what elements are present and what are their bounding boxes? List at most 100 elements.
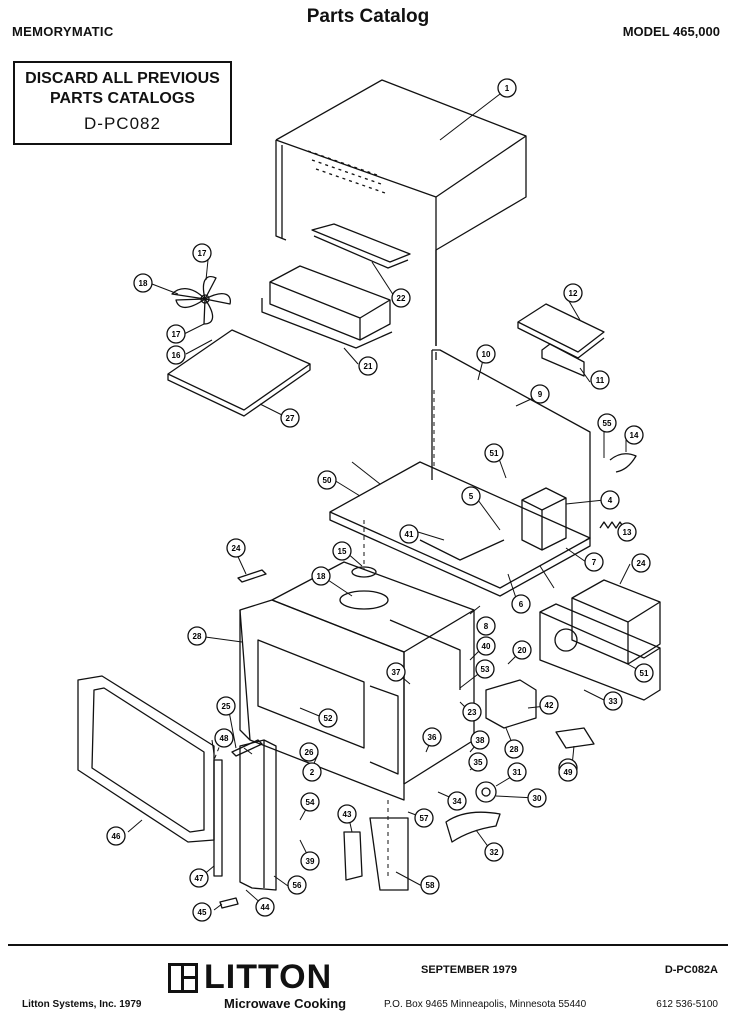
callout-2: 2 xyxy=(302,762,322,782)
callout-49: 49 xyxy=(558,762,578,782)
door-drawing xyxy=(77,675,215,843)
callout-18: 18 xyxy=(311,566,331,586)
callout-circle xyxy=(420,875,440,895)
small-bracket-drawing xyxy=(541,343,585,377)
callout-number: 26 xyxy=(305,748,314,757)
callout-circle xyxy=(530,384,550,404)
callout-number: 57 xyxy=(420,814,429,823)
discard-notice-box: DISCARD ALL PREVIOUS PARTS CATALOGS D-PC… xyxy=(13,61,232,145)
callout-53: 53 xyxy=(475,659,495,679)
callout-number: 1 xyxy=(505,84,510,93)
callout-circle xyxy=(470,730,490,750)
callout-57: 57 xyxy=(414,808,434,828)
model-number: MODEL 465,000 xyxy=(622,24,720,39)
callout-27: 27 xyxy=(280,408,300,428)
callout-number: 24 xyxy=(637,559,646,568)
footer-divider xyxy=(8,944,728,946)
callout-number: 9 xyxy=(538,390,543,399)
callout-number: 17 xyxy=(198,249,207,258)
callout-number: 34 xyxy=(453,797,462,806)
interlock-bracket-drawing xyxy=(555,727,595,749)
callout-circle xyxy=(311,566,331,586)
callout-circle xyxy=(133,273,153,293)
callout-10: 10 xyxy=(476,344,496,364)
curved-duct-drawing xyxy=(445,811,501,843)
callout-circle xyxy=(484,842,504,862)
callout-number: 23 xyxy=(468,708,477,717)
callout-number: 40 xyxy=(482,642,491,651)
callout-circle xyxy=(563,283,583,303)
callout-circle xyxy=(299,742,319,762)
callout-number: 17 xyxy=(172,330,181,339)
callout-layer: 1245678910111213141516171718182021222324… xyxy=(106,78,654,922)
callout-number: 4 xyxy=(608,496,613,505)
callout-number: 50 xyxy=(323,476,332,485)
callout-46: 46 xyxy=(106,826,126,846)
callout-circle xyxy=(603,691,623,711)
bracket-drawing xyxy=(517,303,605,359)
callout-number: 28 xyxy=(193,632,202,641)
callout-number: 38 xyxy=(476,736,485,745)
callout-number: 25 xyxy=(222,702,231,711)
base-chassis-drawing xyxy=(329,461,591,597)
callout-48: 48 xyxy=(214,728,234,748)
instruction-card-drawing xyxy=(343,831,363,881)
callout-55: 55 xyxy=(597,413,617,433)
callout-number: 48 xyxy=(220,734,229,743)
callout-number: 2 xyxy=(310,768,315,777)
callout-circle xyxy=(317,470,337,490)
callout-leader-lines xyxy=(127,93,643,911)
callout-15: 15 xyxy=(332,541,352,561)
callout-33: 33 xyxy=(603,691,623,711)
callout-24: 24 xyxy=(631,553,651,573)
component-cover-drawing xyxy=(571,579,661,665)
callout-circle xyxy=(255,897,275,917)
callout-50: 50 xyxy=(317,470,337,490)
motor-drawing xyxy=(475,781,497,803)
callout-circle xyxy=(318,708,338,728)
callout-number: 47 xyxy=(195,874,204,883)
fan-blade-drawing xyxy=(171,275,232,325)
callout-52: 52 xyxy=(318,708,338,728)
callout-21: 21 xyxy=(358,356,378,376)
page-title: Parts Catalog xyxy=(306,6,430,27)
callout-number: 12 xyxy=(569,289,578,298)
callout-42: 42 xyxy=(539,695,559,715)
callout-circle xyxy=(484,443,504,463)
callout-circle xyxy=(476,616,496,636)
litton-emblem-icon xyxy=(168,963,198,993)
callout-number: 24 xyxy=(232,544,241,553)
publication-date: SEPTEMBER 1979 xyxy=(421,964,517,976)
callout-number: 39 xyxy=(306,857,315,866)
callout-circle xyxy=(468,752,488,772)
callout-number: 10 xyxy=(482,350,491,359)
drawing-lines xyxy=(77,79,661,911)
callout-16: 16 xyxy=(166,345,186,365)
callout-31: 31 xyxy=(507,762,527,782)
exploded-parts-diagram: 1245678910111213141516171718182021222324… xyxy=(77,78,661,922)
callout-circle xyxy=(192,902,212,922)
callout-number: 55 xyxy=(603,419,612,428)
callout-circle xyxy=(358,356,378,376)
callout-circle xyxy=(597,413,617,433)
callout-20: 20 xyxy=(512,640,532,660)
callout-number: 41 xyxy=(405,530,414,539)
callout-number: 45 xyxy=(198,908,207,917)
callout-circle xyxy=(300,851,320,871)
callout-number: 30 xyxy=(533,794,542,803)
control-housing-drawing xyxy=(261,265,393,349)
catalog-code: D-PC082A xyxy=(664,964,718,976)
callout-circle xyxy=(414,808,434,828)
callout-1: 1 xyxy=(497,78,517,98)
callout-44: 44 xyxy=(255,897,275,917)
callout-circle xyxy=(192,243,212,263)
callout-22: 22 xyxy=(391,288,411,308)
callout-circle xyxy=(539,695,559,715)
notice-line-1: DISCARD ALL PREVIOUS xyxy=(25,70,220,87)
callout-circle xyxy=(497,78,517,98)
callout-number: 21 xyxy=(364,362,373,371)
callout-circle xyxy=(106,826,126,846)
control-panel-drawing xyxy=(239,739,277,891)
callout-circle xyxy=(287,875,307,895)
callout-12: 12 xyxy=(563,283,583,303)
